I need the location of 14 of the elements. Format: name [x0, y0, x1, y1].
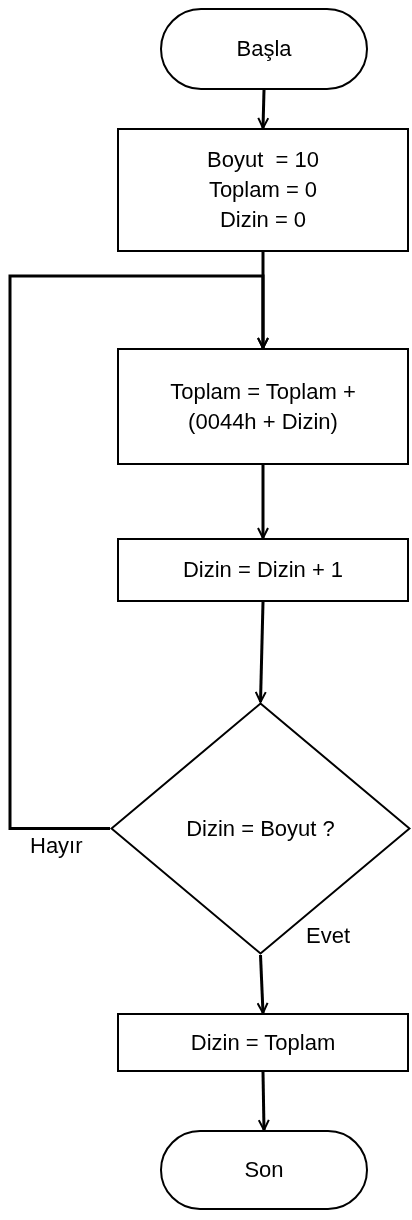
process-box: Dizin = Dizin + 1 [117, 538, 409, 602]
arrow [257, 89, 270, 129]
terminal-pill: Başla [160, 8, 368, 90]
arrow [257, 1071, 270, 1131]
arrow [257, 465, 269, 539]
arrow [254, 601, 267, 703]
arrow [256, 954, 269, 1014]
process-box: Dizin = Toplam [117, 1013, 409, 1072]
process-box: Toplam = Toplam + (0044h + Dizin) [117, 348, 409, 465]
process-box: Boyut = 10 Toplam = 0 Dizin = 0 [117, 128, 409, 252]
edge-label: Hayır [30, 832, 83, 860]
terminal-pill: Son [160, 1130, 368, 1210]
edge-label: Evet [306, 922, 351, 950]
arrow [8, 274, 269, 830]
